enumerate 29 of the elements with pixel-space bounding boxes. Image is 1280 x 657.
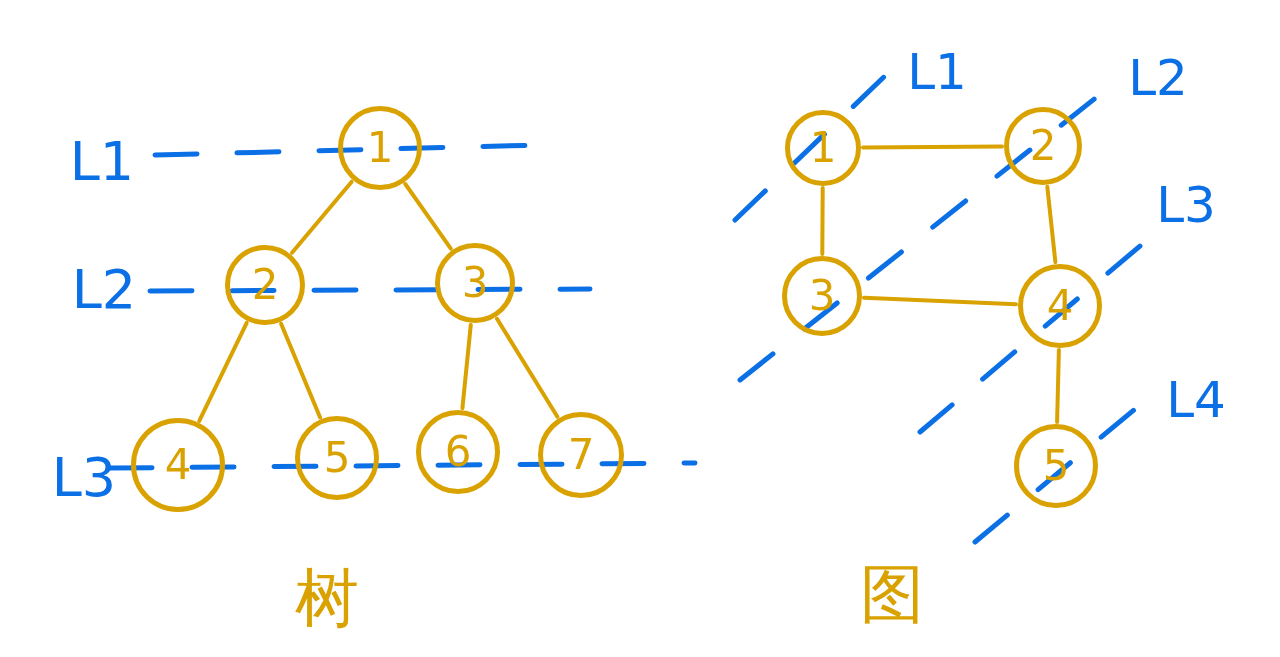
connecting-line [460, 322, 473, 411]
connecting-line [1045, 184, 1058, 265]
connecting-line [403, 182, 453, 251]
caption-text: 图 [860, 562, 924, 626]
connecting-line [862, 295, 1018, 307]
numbered-circle: 3 [782, 256, 862, 336]
numbered-circle: 1 [338, 106, 422, 190]
level-label: L1 [69, 135, 135, 189]
numbered-circle: 3 [435, 243, 515, 323]
connecting-line [197, 320, 249, 423]
connecting-line [861, 144, 1004, 150]
numbered-circle: 5 [295, 416, 379, 500]
connecting-line [290, 179, 354, 255]
numbered-circle: 7 [538, 412, 624, 498]
level-label: L2 [71, 263, 137, 317]
connecting-line [279, 321, 323, 420]
level-label: L3 [51, 451, 117, 505]
connecting-line [495, 316, 560, 419]
numbered-circle: 4 [131, 418, 225, 512]
numbered-circle: 2 [1004, 107, 1082, 185]
caption-text: 树 [295, 566, 359, 630]
level-label: L1 [907, 47, 967, 97]
numbered-circle: 6 [416, 410, 500, 494]
level-label: L3 [1156, 180, 1216, 230]
level-label: L4 [1166, 375, 1226, 425]
connecting-line [820, 186, 825, 256]
level-label: L2 [1128, 53, 1188, 103]
connecting-line [1055, 348, 1061, 424]
numbered-circle: 1 [785, 110, 861, 186]
